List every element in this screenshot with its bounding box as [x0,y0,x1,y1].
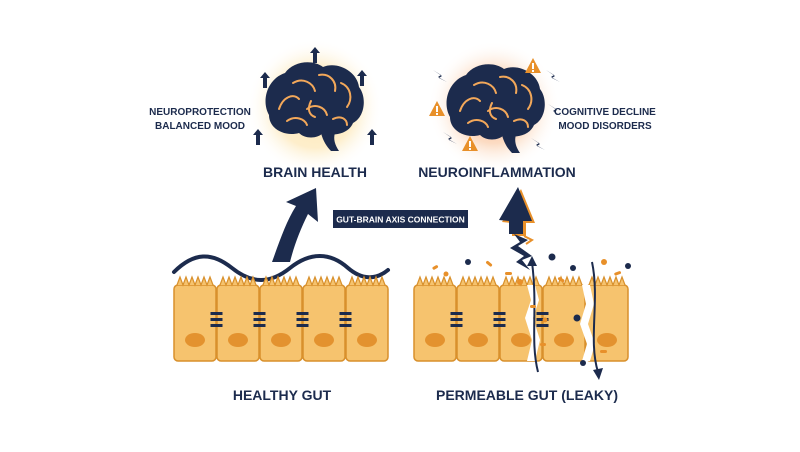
barrier-gap [580,285,595,361]
bacteria-particles [432,253,631,366]
mucus-layer-wave [172,254,390,282]
healthy-note-2: BALANCED MOOD [155,121,245,132]
leaky-cell-row [413,276,629,362]
inflamed-note-1: COGNITIVE DECLINE [554,107,656,118]
leaky-gut-group [413,253,631,380]
healthy-gut-title: HEALTHY GUT [233,387,332,403]
healthy-note-1: NEUROPROTECTION [149,107,251,118]
healthy-signal-arrow [272,188,318,262]
connection-badge-bg [333,210,468,228]
neuroinflammation-title: NEUROINFLAMMATION [418,164,576,180]
inflamed-note-2: MOOD DISORDERS [558,121,652,132]
connection-badge: GUT-BRAIN AXIS CONNECTION [336,215,465,225]
healthy-brain-group [247,39,383,175]
leaky-gut-title: PERMEABLE GUT (LEAKY) [436,387,618,403]
barrier-gap [525,285,540,361]
brain-health-title: BRAIN HEALTH [263,164,367,180]
inflamed-brain-group [428,41,562,173]
leaky-signal-arrow [499,187,535,270]
healthy-cell-row [173,276,389,362]
healthy-gut-group [172,254,390,362]
